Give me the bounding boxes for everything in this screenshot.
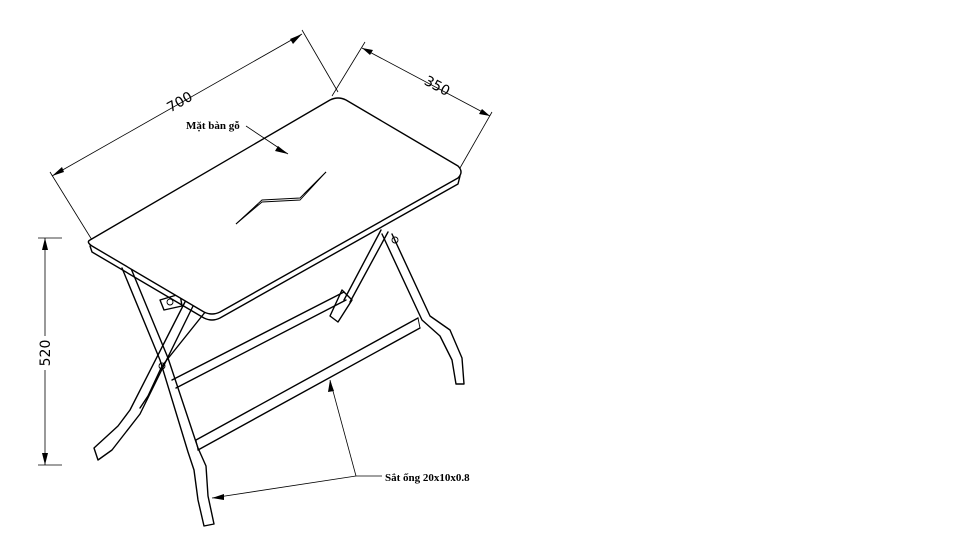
bottom-stretcher: [195, 317, 419, 441]
arrowhead: [290, 34, 302, 44]
front-frame: [121, 233, 465, 527]
arrowhead: [212, 494, 224, 500]
back-frame: [93, 229, 389, 461]
back-right-leg-upper-inner: [349, 231, 389, 303]
hinge-plate: [159, 293, 183, 311]
dimension-line-length: [51, 33, 303, 177]
extension-line: [301, 29, 339, 93]
extension-line: [331, 41, 366, 97]
wood-break-mark-lines: [235, 171, 327, 225]
dimension-line-width: [361, 47, 491, 117]
label-frame-text: Sắt ống 20x10x0.8: [385, 472, 470, 484]
front-left-leg: [121, 265, 215, 527]
arrowhead: [42, 453, 48, 465]
label-tabletop-text: Mặt bàn gỗ: [186, 120, 240, 132]
arrowhead: [328, 380, 334, 392]
hinge-bolt: [166, 298, 174, 306]
pivot-bolt-right: [391, 236, 399, 244]
latch-bracket: [329, 289, 353, 323]
back-left-leg: [93, 299, 197, 461]
dimension-width-text: 350: [421, 73, 452, 100]
tabletop: [87, 97, 462, 321]
label-tabletop: Mặt bàn gỗ: [186, 120, 289, 155]
front-right-leg: [381, 233, 465, 385]
stretcher-end: [195, 439, 199, 451]
back-right-leg-upper: [343, 229, 382, 301]
bottom-stretcher-edge: [197, 327, 421, 451]
dimension-length-text: 700: [164, 89, 195, 116]
arrowhead: [52, 167, 64, 176]
upper-crossbar: [171, 291, 345, 381]
upper-crossbar-edge: [175, 299, 347, 389]
stretcher-end: [417, 317, 421, 329]
leader-line-frame-2: [211, 475, 357, 499]
arrowhead: [42, 238, 48, 250]
tabletop-edge: [89, 175, 461, 321]
label-frame: Sắt ống 20x10x0.8: [211, 379, 470, 500]
dimension-width: 350: [331, 41, 493, 169]
tabletop-surface: [87, 97, 462, 315]
arrowhead: [479, 109, 490, 116]
leader-line-frame-1: [329, 379, 357, 477]
left-cross-leg: [139, 305, 211, 409]
extension-line: [459, 111, 493, 169]
arrowhead: [362, 48, 373, 55]
arrowhead: [275, 146, 288, 154]
extension-line: [49, 171, 93, 241]
dimension-height: 520: [38, 237, 62, 466]
dimension-height-text: 520: [38, 340, 54, 367]
pivot-bolt-left: [158, 362, 166, 370]
